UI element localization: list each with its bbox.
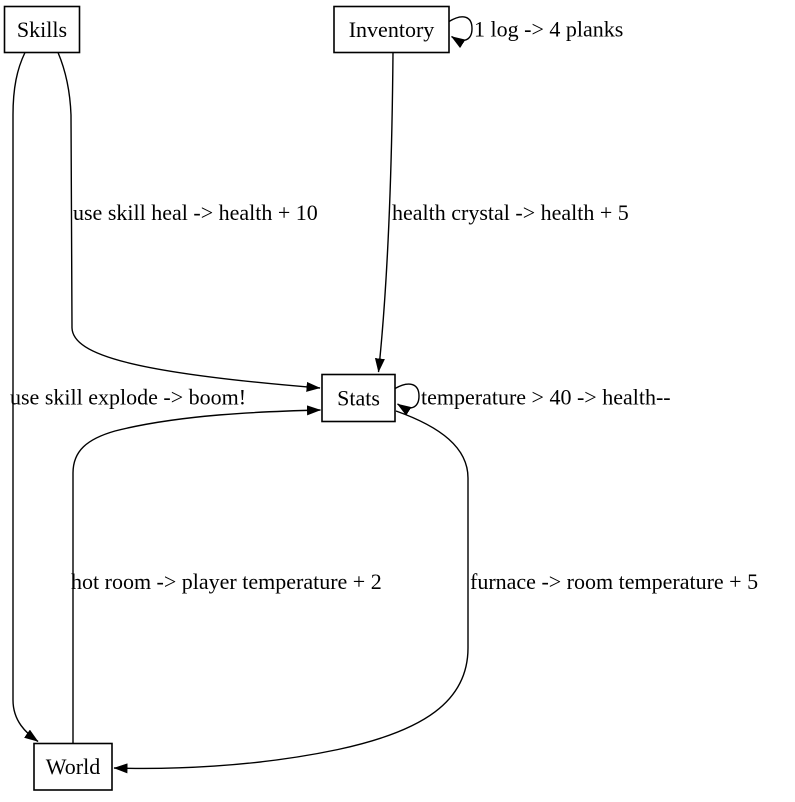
node-inventory-box	[333, 5, 450, 54]
edge-label-health-crystal: health crystal -> health + 5	[392, 200, 629, 225]
edge-label-log-planks: 1 log -> 4 planks	[474, 17, 623, 42]
edge-label-hot-room: hot room -> player temperature + 2	[71, 569, 382, 594]
edge-skills-stats	[57, 52, 321, 392]
node-skills-box	[3, 5, 81, 54]
node-stats-label: Stats	[337, 386, 380, 411]
node-stats-box	[321, 373, 396, 423]
edge-skills-world	[12, 52, 39, 743]
edge-world-stats	[72, 405, 321, 743]
edge-label-furnace: furnace -> room temperature + 5	[470, 569, 758, 594]
edge-inventory-inventory	[448, 16, 473, 49]
edge-inventory-stats	[374, 52, 394, 373]
node-stats: Stats	[321, 373, 396, 423]
node-inventory: Inventory	[333, 5, 450, 54]
edge-stats-stats	[394, 383, 420, 416]
node-world-label: World	[46, 754, 100, 779]
edge-label-skill-heal: use skill heal -> health + 10	[73, 200, 318, 225]
edge-stats-world	[113, 410, 469, 774]
node-inventory-label: Inventory	[349, 17, 435, 42]
edge-label-skill-explode: use skill explode -> boom!	[10, 385, 246, 410]
node-world-box	[33, 742, 113, 791]
edge-label-temperature-health: temperature > 40 -> health--	[421, 385, 671, 410]
node-skills-label: Skills	[17, 17, 67, 42]
node-world: World	[33, 742, 113, 791]
node-skills: Skills	[3, 5, 81, 54]
